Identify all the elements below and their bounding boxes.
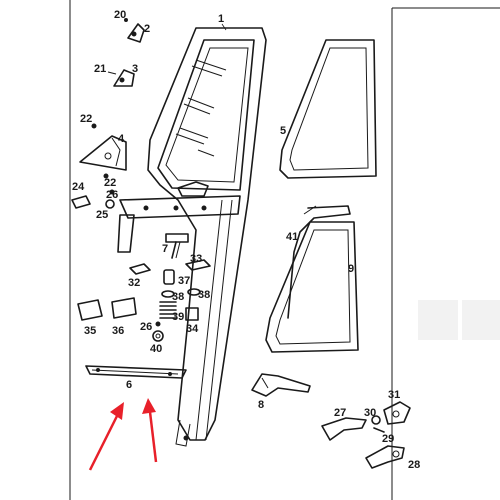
part-6-seal-strip (85, 365, 187, 379)
label-37: 37 (178, 275, 190, 287)
label-31: 31 (388, 389, 400, 401)
part-38-nut (161, 288, 201, 298)
label-41: 41 (286, 231, 298, 243)
part-34-block (185, 307, 199, 321)
label-8: 8 (258, 399, 264, 411)
label-26b: 26 (140, 321, 152, 333)
part-27-latch-lever (321, 417, 367, 441)
label-40: 40 (150, 343, 162, 355)
label-3: 3 (132, 63, 138, 75)
part-35-pad (77, 299, 103, 321)
label-25: 25 (96, 209, 108, 221)
label-36: 36 (112, 325, 124, 337)
part-32-washer (129, 263, 151, 275)
part-28-latch-lever (365, 445, 405, 469)
part-33-plate (185, 259, 211, 271)
part-36-pad (111, 297, 137, 319)
part-26-screw (109, 189, 161, 327)
part-37-bushing (163, 269, 175, 285)
red-pointer-arrows (88, 398, 158, 471)
part-4-hinge-plate (79, 135, 127, 171)
label-20: 20 (114, 9, 126, 21)
watermark (418, 300, 500, 340)
part-22-screw (91, 123, 109, 179)
label-22b: 22 (104, 177, 116, 189)
label-38a: 38 (172, 291, 184, 303)
page-frame (69, 0, 500, 500)
part-1-vent-frame (117, 23, 267, 447)
label-21: 21 (94, 63, 106, 75)
part-7-pivot-pin (165, 233, 189, 259)
part-31-latch-plate (383, 401, 411, 425)
label-4: 4 (118, 133, 125, 145)
label-6: 6 (126, 379, 132, 391)
part-8-latch-handle (251, 373, 311, 397)
part-5-glass-pane (279, 39, 377, 179)
label-29: 29 (382, 433, 394, 445)
label-7: 7 (162, 243, 168, 255)
part-24-knob (71, 195, 91, 209)
part-39-spring (159, 301, 177, 319)
part-labels: 1 2 3 4 5 6 7 8 9 20 21 22 22 24 25 26 2… (72, 9, 420, 471)
label-28: 28 (408, 459, 420, 471)
label-27: 27 (334, 407, 346, 419)
part-25-washer (105, 199, 115, 209)
part-2-bracket (124, 18, 145, 43)
part-9-vent-glass (265, 221, 359, 353)
label-39: 39 (172, 311, 184, 323)
label-35: 35 (84, 325, 96, 337)
part-40-washer (152, 330, 164, 342)
part-41-seal (287, 205, 351, 319)
part-30-bushing (371, 415, 381, 425)
part-3-catch (107, 69, 135, 87)
label-32: 32 (128, 277, 140, 289)
label-5: 5 (280, 125, 286, 137)
label-33: 33 (190, 253, 202, 265)
label-38b: 38 (198, 289, 210, 301)
label-30: 30 (364, 407, 376, 419)
part-29-pin (373, 427, 385, 433)
label-2: 2 (144, 23, 150, 35)
label-34: 34 (186, 323, 199, 335)
label-1: 1 (218, 13, 224, 25)
label-24: 24 (72, 181, 85, 193)
label-26a: 26 (106, 189, 118, 201)
label-9: 9 (348, 263, 354, 275)
label-22a: 22 (80, 113, 92, 125)
